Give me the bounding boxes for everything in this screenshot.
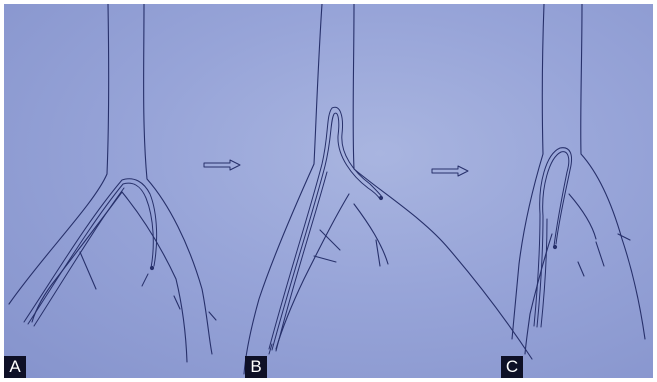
panel-a-side-branch-2 — [174, 296, 180, 309]
panel-c-side-branch-3 — [618, 234, 630, 240]
panel-a-side-branch-3 — [209, 312, 216, 320]
panel-c-side-branch-1 — [596, 242, 604, 266]
panel-c-catheter — [534, 148, 572, 327]
panel-a-inner-right-wall — [122, 192, 187, 362]
panel-label-b: B — [245, 356, 267, 378]
panel-a-trunk-right-wall — [144, 4, 212, 354]
arrow-right-icon — [204, 160, 240, 170]
panel-c-inner-right-wall — [569, 194, 596, 239]
panel-b-trunk-left-wall — [244, 4, 322, 374]
panel-c-trunk-left-wall — [512, 4, 544, 339]
panel-b-inner-left-wall — [276, 194, 349, 349]
panel-label-a: A — [4, 356, 26, 378]
panel-b-trunk-right-wall — [353, 4, 532, 359]
panel-c-vessel — [512, 4, 645, 354]
arrow-right-icon — [432, 166, 468, 176]
panel-label-c: C — [501, 356, 523, 378]
panel-b-side-branch-1 — [320, 230, 340, 250]
panel-a-trunk-left-wall — [9, 4, 109, 304]
panel-a-side-branch-1 — [80, 252, 96, 289]
figure-frame: A B C — [4, 4, 653, 378]
panel-c-side-branch-2 — [578, 262, 584, 276]
panel-b-inner-right-wall — [354, 204, 388, 264]
panel-b-catheter — [269, 107, 383, 354]
hand-drawn-diagram — [4, 4, 653, 378]
panel-b-side-branch-2 — [314, 256, 336, 262]
panel-a-vessel — [9, 4, 216, 362]
panel-c-inner-left-wall — [525, 234, 552, 354]
panel-c-trunk-right-wall — [581, 4, 645, 339]
panel-b-vessel — [244, 4, 532, 374]
